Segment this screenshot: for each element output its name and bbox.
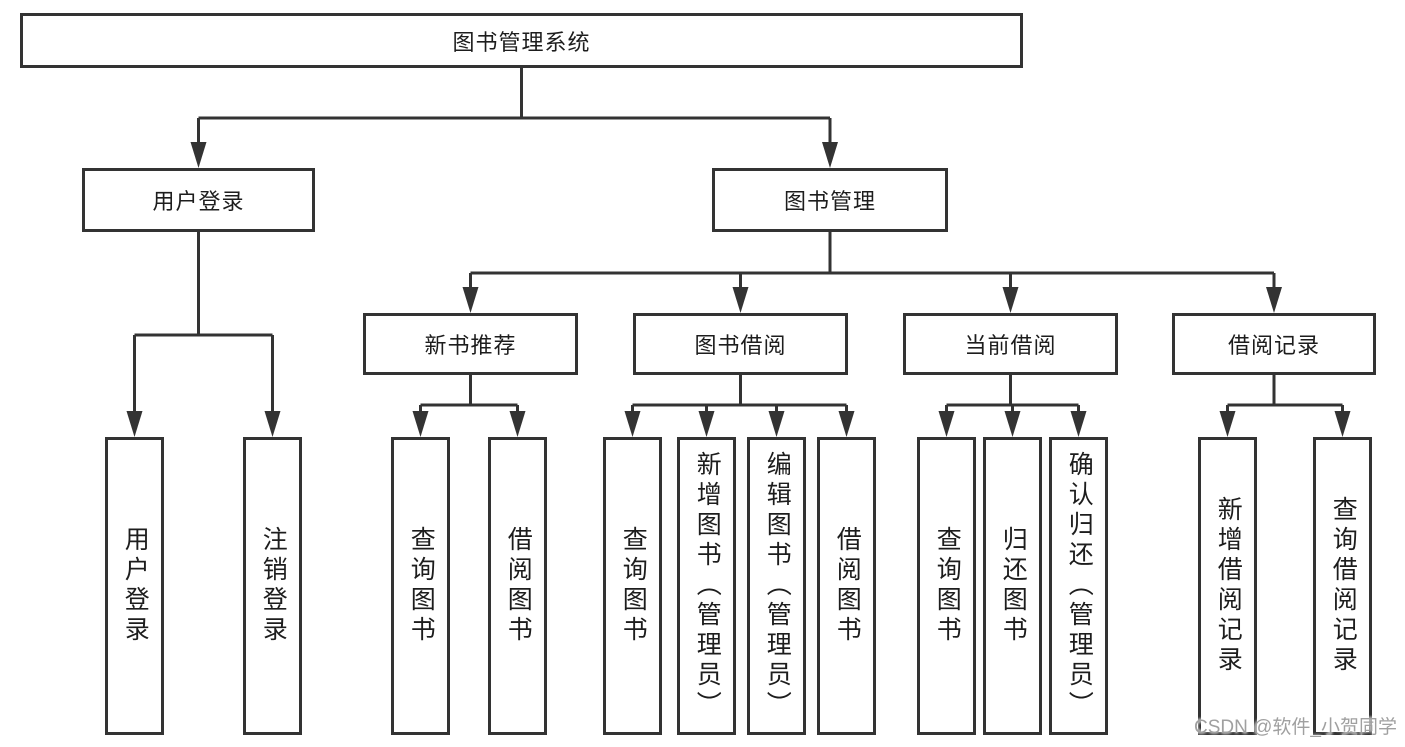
csdn-watermark: CSDN @软件_小贺同学 bbox=[1194, 717, 1397, 738]
node-label: 图书管理 bbox=[783, 189, 876, 214]
node-book-management: 图书管理 bbox=[712, 168, 948, 232]
node-label: 借阅图书 bbox=[833, 526, 862, 646]
node-leaf-add-borrow-record: 新增借阅记录 bbox=[1198, 437, 1257, 735]
node-label: 新增借阅记录 bbox=[1214, 496, 1243, 676]
arrowhead-icon bbox=[264, 411, 281, 437]
node-label: 编辑图书（管理员） bbox=[763, 451, 792, 721]
node-label: 查询图书 bbox=[407, 526, 436, 646]
node-leaf-user-login: 用户登录 bbox=[105, 437, 164, 735]
node-leaf-edit-books-admin: 编辑图书（管理员） bbox=[747, 437, 806, 735]
arrowhead-icon bbox=[732, 287, 749, 313]
node-label: 借阅图书 bbox=[504, 526, 533, 646]
arrowhead-icon bbox=[1334, 411, 1351, 437]
arrowhead-icon bbox=[412, 411, 429, 437]
node-leaf-borrow-books-2: 借阅图书 bbox=[817, 437, 876, 735]
arrowhead-icon bbox=[698, 411, 715, 437]
node-label: 借阅记录 bbox=[1227, 333, 1320, 358]
arrowhead-icon bbox=[1219, 411, 1236, 437]
connector-borrow-to-leaves bbox=[631, 375, 848, 413]
arrowhead-icon bbox=[1070, 411, 1087, 437]
node-label: 用户登录 bbox=[121, 526, 150, 646]
node-label: 查询图书 bbox=[933, 526, 962, 646]
arrowhead-icon bbox=[190, 142, 207, 168]
node-user-login: 用户登录 bbox=[82, 168, 315, 232]
node-label: 注销登录 bbox=[259, 526, 288, 646]
node-root-system: 图书管理系统 bbox=[20, 13, 1023, 68]
node-label: 归还图书 bbox=[999, 526, 1028, 646]
arrowhead-icon bbox=[624, 411, 641, 437]
connector-current-to-leaves bbox=[945, 375, 1080, 413]
node-leaf-borrow-books-1: 借阅图书 bbox=[488, 437, 547, 735]
connector-userlogin-to-leaves bbox=[133, 232, 274, 413]
connector-root-to-level2 bbox=[197, 68, 832, 146]
node-current-borrow: 当前借阅 bbox=[903, 313, 1118, 375]
node-label: 确认归还（管理员） bbox=[1065, 451, 1094, 721]
node-book-borrow: 图书借阅 bbox=[633, 313, 848, 375]
node-label: 新增图书（管理员） bbox=[693, 451, 722, 721]
node-leaf-query-borrow-record: 查询借阅记录 bbox=[1313, 437, 1372, 735]
node-leaf-add-books-admin: 新增图书（管理员） bbox=[677, 437, 736, 735]
node-new-book-recommend: 新书推荐 bbox=[363, 313, 578, 375]
connector-newbooks-to-leaves bbox=[419, 375, 519, 413]
arrowhead-icon bbox=[1004, 411, 1021, 437]
node-label: 当前借阅 bbox=[964, 333, 1057, 358]
node-borrow-records: 借阅记录 bbox=[1172, 313, 1376, 375]
node-label: 用户登录 bbox=[152, 189, 245, 214]
arrowhead-icon bbox=[126, 411, 143, 437]
arrowhead-icon bbox=[509, 411, 526, 437]
connector-bookmgmt-to-level3 bbox=[469, 232, 1276, 289]
node-leaf-logout: 注销登录 bbox=[243, 437, 302, 735]
node-leaf-return-books: 归还图书 bbox=[983, 437, 1042, 735]
arrowhead-icon bbox=[1002, 287, 1019, 313]
arrowhead-icon bbox=[822, 142, 838, 168]
node-label: 图书借阅 bbox=[694, 333, 787, 358]
node-label: 查询图书 bbox=[619, 526, 648, 646]
node-leaf-query-books-1: 查询图书 bbox=[391, 437, 450, 735]
arrowhead-icon bbox=[1266, 287, 1282, 313]
node-leaf-confirm-return-admin: 确认归还（管理员） bbox=[1049, 437, 1108, 735]
node-label: 查询借阅记录 bbox=[1329, 496, 1358, 676]
arrowhead-icon bbox=[938, 411, 955, 437]
arrowhead-icon bbox=[462, 287, 479, 313]
node-leaf-query-books-2: 查询图书 bbox=[603, 437, 662, 735]
node-leaf-query-books-3: 查询图书 bbox=[917, 437, 976, 735]
arrowhead-icon bbox=[838, 411, 855, 437]
node-label: 新书推荐 bbox=[424, 333, 517, 358]
node-label: 图书管理系统 bbox=[452, 29, 591, 55]
connector-records-to-leaves bbox=[1226, 375, 1344, 413]
arrowhead-icon bbox=[768, 411, 785, 437]
